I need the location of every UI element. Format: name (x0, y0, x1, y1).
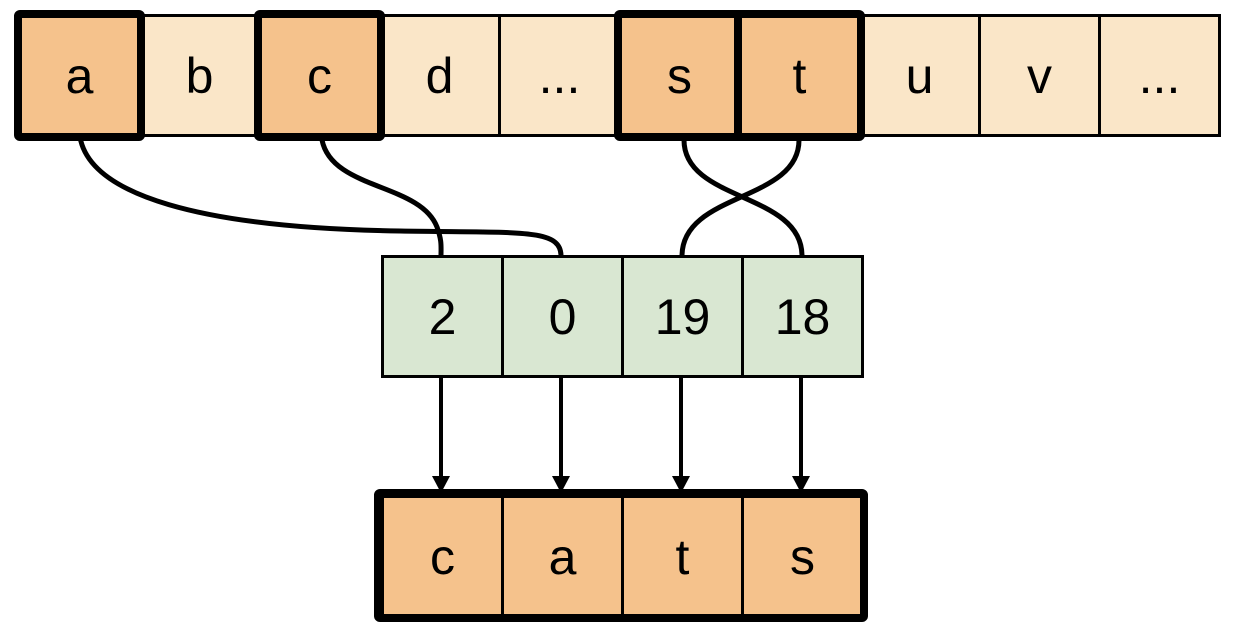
cell-label: 18 (774, 288, 831, 345)
alphabet-cell-ellipsis-2: ... (1098, 14, 1221, 137)
curve-t-to-19 (679, 137, 802, 259)
alphabet-cell-s: s (614, 10, 745, 141)
cell-label: d (425, 47, 454, 104)
cell-label: c (430, 528, 455, 585)
arrow-index3-to-output3 (792, 377, 810, 493)
alphabet-cell-ellipsis-1: ... (498, 14, 621, 137)
cell-label: ... (538, 47, 581, 104)
index-cell-0: 0 (501, 255, 624, 378)
alphabet-cell-c: c (254, 10, 385, 141)
cell-label: 2 (428, 288, 457, 345)
alphabet-cell-a: a (14, 10, 145, 141)
cell-label: s (790, 528, 815, 585)
index-cell-2: 2 (381, 255, 504, 378)
output-cell-s: s (741, 495, 864, 618)
cell-label: u (905, 47, 934, 104)
cell-label: c (307, 47, 332, 104)
curve-a-to-0 (77, 134, 564, 259)
arrow-index0-to-output0 (432, 377, 450, 493)
arrow-index1-to-output1 (552, 377, 570, 493)
output-cell-c: c (381, 495, 504, 618)
cell-label: v (1027, 47, 1052, 104)
cell-label: a (548, 528, 577, 585)
cell-label: t (792, 47, 807, 104)
cell-label: t (675, 528, 690, 585)
output-cell-a: a (501, 495, 624, 618)
alphabet-cell-u: u (858, 14, 981, 137)
alphabet-cell-b: b (138, 14, 261, 137)
alphabet-cell-v: v (978, 14, 1101, 137)
cell-label: 0 (548, 288, 577, 345)
cell-label: ... (1138, 47, 1181, 104)
cell-label: 19 (654, 288, 711, 345)
cell-label: s (667, 47, 692, 104)
alphabet-cell-d: d (378, 14, 501, 137)
arrow-index2-to-output2 (672, 377, 690, 493)
output-cell-t: t (621, 495, 744, 618)
index-cell-19: 19 (621, 255, 744, 378)
cell-label: a (65, 47, 94, 104)
curve-c-to-2 (319, 137, 444, 259)
cell-label: b (185, 47, 214, 104)
index-cell-18: 18 (741, 255, 864, 378)
alphabet-cell-t: t (734, 10, 865, 141)
